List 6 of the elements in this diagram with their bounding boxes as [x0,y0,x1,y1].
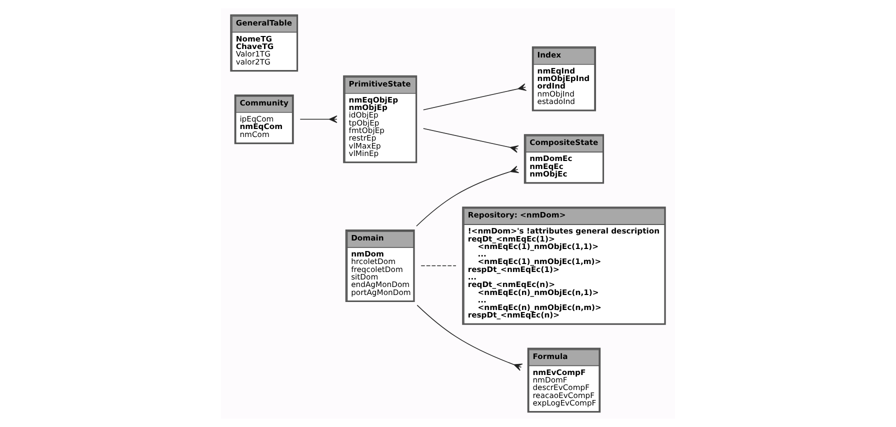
connector [300,115,338,124]
connector [416,166,520,227]
connector [423,83,527,110]
connector [423,128,519,153]
connector [420,265,456,266]
connector [416,304,523,371]
